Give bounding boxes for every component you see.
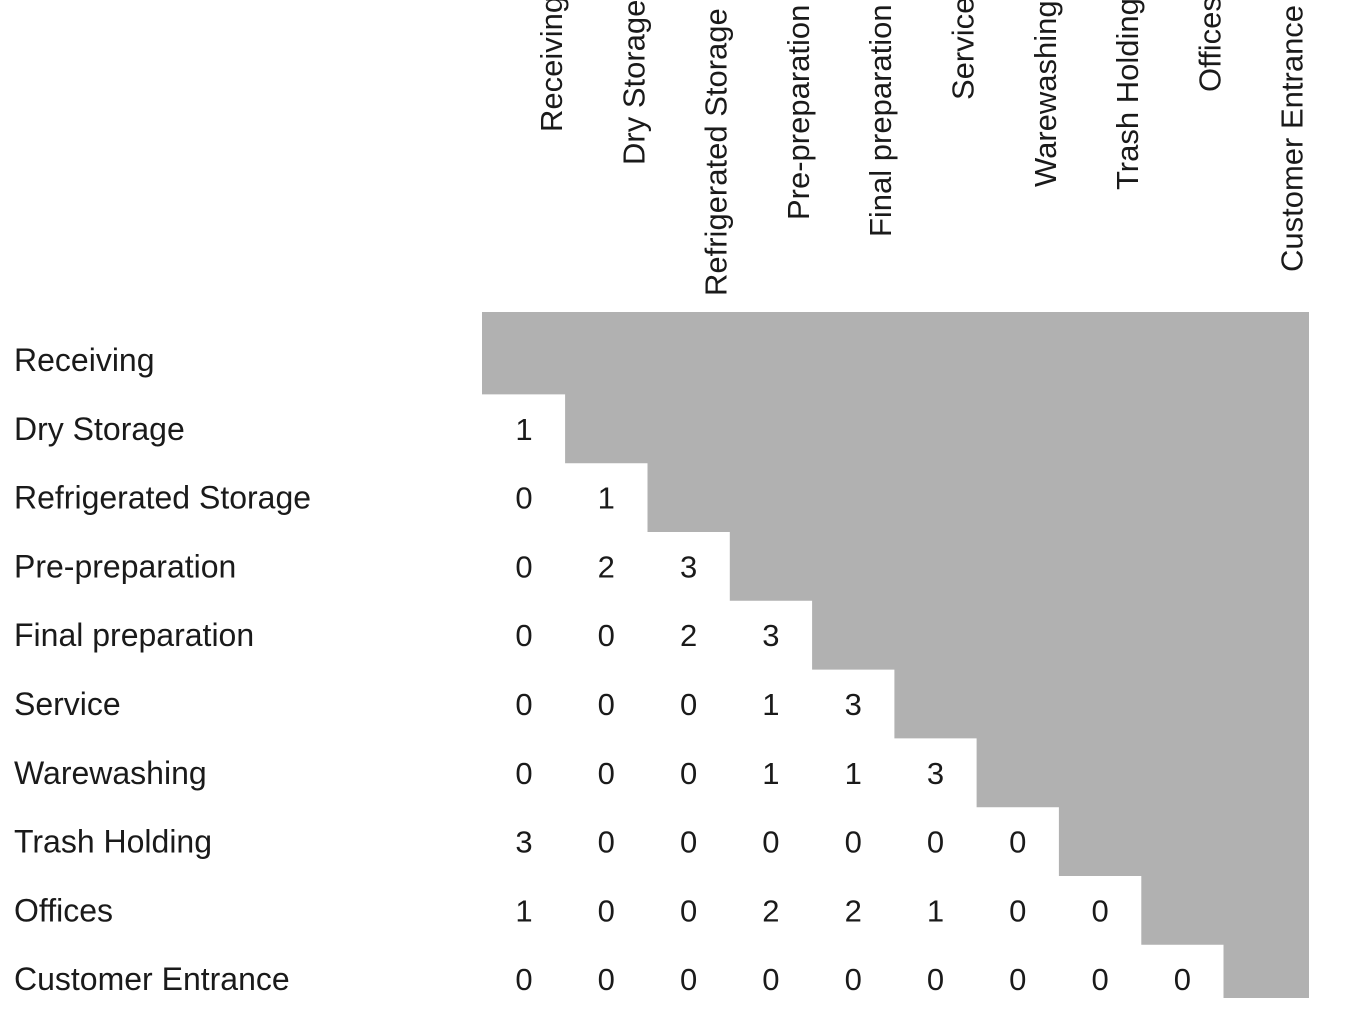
matrix-cell-value: 0 xyxy=(1009,962,1026,997)
matrix-cell-value: 0 xyxy=(762,825,779,860)
row-header: Trash Holding xyxy=(14,824,212,860)
matrix-cell-value: 0 xyxy=(845,825,862,860)
matrix-cell-value: 0 xyxy=(927,825,944,860)
column-header: Customer Entrance xyxy=(1275,5,1310,272)
column-header: Final preparation xyxy=(863,4,898,237)
column-header: Trash Holding xyxy=(1110,0,1145,190)
row-header: Receiving xyxy=(14,342,155,378)
row-header: Final preparation xyxy=(14,617,254,653)
matrix-cell-value: 2 xyxy=(845,893,862,928)
matrix-cell-value: 3 xyxy=(515,825,532,860)
matrix-cell-value: 0 xyxy=(1009,825,1026,860)
matrix-cell-value: 0 xyxy=(515,618,532,653)
matrix-cell-value: 3 xyxy=(762,618,779,653)
matrix-cell-value: 3 xyxy=(680,549,697,584)
column-header: Refrigerated Storage xyxy=(699,8,734,296)
matrix-cell-value: 0 xyxy=(598,825,615,860)
matrix-cell-value: 0 xyxy=(515,481,532,516)
matrix-cell-value: 0 xyxy=(680,893,697,928)
matrix-cells: 1 0 1 0 2 3 0 0 2 3 0 0 0 1 3 0 0 0 1 1 3 3 0 0 0 0 0 0 1 0 0 2 2 1 0 0 0 0 0 0… xyxy=(515,412,1191,997)
shaded-region xyxy=(482,312,1309,998)
shaded-upper-triangle xyxy=(482,312,1309,998)
column-header: Dry Storage xyxy=(616,0,651,165)
column-header: Warewashing xyxy=(1028,0,1063,187)
matrix-cell-value: 0 xyxy=(762,962,779,997)
matrix-cell-value: 3 xyxy=(927,756,944,791)
matrix-cell-value: 0 xyxy=(598,618,615,653)
matrix-cell-value: 3 xyxy=(845,687,862,722)
matrix-cell-value: 1 xyxy=(598,481,615,516)
matrix-cell-value: 2 xyxy=(680,618,697,653)
column-header: Receiving xyxy=(534,0,569,132)
matrix-cell-value: 0 xyxy=(680,962,697,997)
matrix-cell-value: 2 xyxy=(598,549,615,584)
matrix-cell-value: 0 xyxy=(845,962,862,997)
matrix-cell-value: 0 xyxy=(598,893,615,928)
row-header: Pre-preparation xyxy=(14,548,236,584)
column-header: Offices xyxy=(1192,0,1227,92)
row-header: Dry Storage xyxy=(14,411,185,447)
matrix-cell-value: 2 xyxy=(762,893,779,928)
row-header: Refrigerated Storage xyxy=(14,480,311,516)
matrix-cell-value: 0 xyxy=(598,756,615,791)
row-header: Service xyxy=(14,686,121,722)
row-header: Offices xyxy=(14,892,113,928)
matrix-cell-value: 0 xyxy=(1009,893,1026,928)
matrix-cell-value: 0 xyxy=(1091,962,1108,997)
matrix-cell-value: 0 xyxy=(515,962,532,997)
matrix-cell-value: 0 xyxy=(680,756,697,791)
matrix-cell-value: 0 xyxy=(515,549,532,584)
matrix-cell-value: 0 xyxy=(1174,962,1191,997)
matrix-cell-value: 0 xyxy=(515,687,532,722)
column-header: Pre-preparation xyxy=(781,5,816,220)
matrix-cell-value: 0 xyxy=(598,687,615,722)
matrix-cell-value: 0 xyxy=(515,756,532,791)
matrix-cell-value: 1 xyxy=(762,756,779,791)
matrix-cell-value: 0 xyxy=(1091,893,1108,928)
matrix-cell-value: 1 xyxy=(927,893,944,928)
matrix-cell-value: 1 xyxy=(762,687,779,722)
row-header: Customer Entrance xyxy=(14,961,290,997)
row-header: Warewashing xyxy=(14,755,207,791)
matrix-cell-value: 0 xyxy=(598,962,615,997)
column-header: Service xyxy=(946,0,981,100)
matrix-cell-value: 1 xyxy=(515,412,532,447)
matrix-cell-value: 1 xyxy=(845,756,862,791)
matrix-cell-value: 0 xyxy=(680,825,697,860)
matrix-cell-value: 0 xyxy=(927,962,944,997)
matrix-cell-value: 1 xyxy=(515,893,532,928)
matrix-cell-value: 0 xyxy=(680,687,697,722)
column-headers: Receiving Dry Storage Refrigerated Storage… xyxy=(534,0,1310,296)
